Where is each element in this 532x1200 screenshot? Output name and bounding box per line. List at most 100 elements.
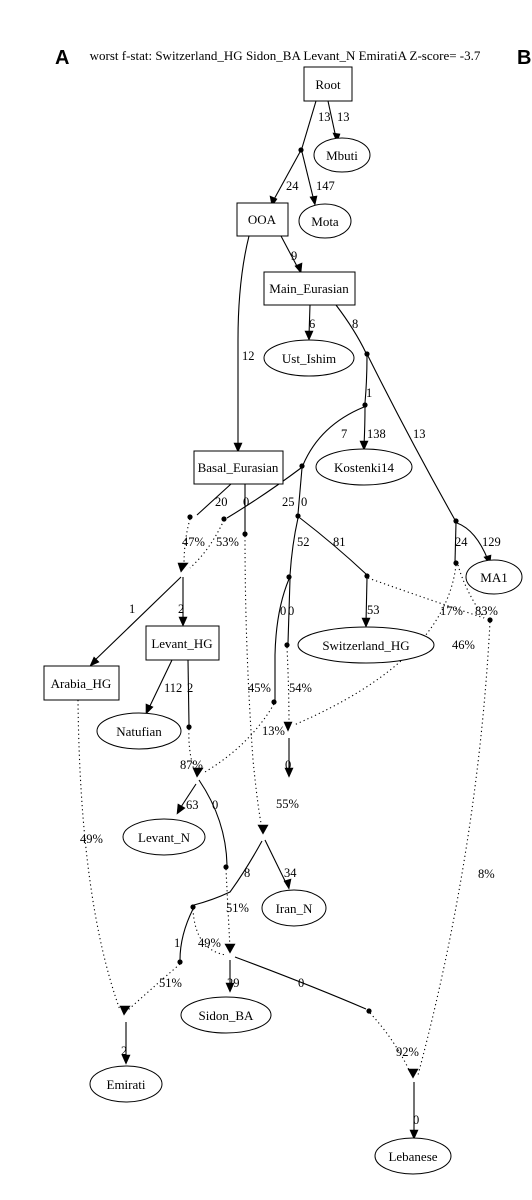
junction-dot [177, 959, 183, 965]
edge-mix5-iran [264, 839, 288, 886]
panel-letter-a: A [55, 47, 69, 69]
junction-dot [284, 642, 290, 648]
edge-junction6-a [274, 578, 290, 700]
node-label: OOA [248, 212, 277, 227]
edge-ma1anc-c [454, 522, 457, 563]
edge-junction5-junction7 [299, 517, 367, 575]
arrowhead [294, 262, 303, 274]
junction-dots [177, 147, 493, 1014]
arrowhead [176, 803, 186, 815]
edge-label: 12 [242, 349, 255, 363]
edge-label: 24 [455, 535, 468, 549]
arrowhead [361, 617, 371, 628]
arrowhead [257, 824, 269, 835]
admix-edge-45 [204, 703, 275, 773]
admixture-label: 51% [159, 976, 182, 990]
panel-letter-b: B [517, 47, 531, 69]
node-box [145, 625, 220, 661]
node-label: Sidon_BA [199, 1008, 255, 1023]
admix-edge-49b [192, 908, 227, 956]
edge-label: 24 [286, 179, 299, 193]
junction-dot [190, 904, 196, 910]
edge-levant-hg-natufian [147, 659, 173, 711]
arrowhead [359, 440, 369, 451]
edge-label: 13 [413, 427, 426, 441]
admix-edge-47 [183, 518, 191, 566]
node-label: Lebanese [388, 1149, 437, 1164]
edge-main-junction2 [335, 304, 367, 354]
edge-root-junction1 [301, 100, 317, 149]
edge-label: 0 [212, 798, 218, 812]
admixture-label: 8% [478, 867, 495, 881]
arrowheads [89, 132, 492, 1140]
node-label: Levant_N [138, 830, 191, 845]
node-main-eurasian: Main_Eurasian [263, 271, 356, 306]
edge-mix5-f [193, 840, 263, 906]
edge-label: 1 [129, 602, 135, 616]
junction-dot [299, 463, 305, 469]
edge-levant-hg-d [187, 659, 190, 726]
admix-edge-53 [189, 519, 225, 569]
edge-junction1-ooa [271, 151, 301, 204]
arrowhead [89, 656, 100, 667]
arrowhead [145, 703, 154, 715]
arrowhead [233, 442, 243, 453]
node-ellipse [122, 818, 206, 856]
node-switzerland-hg: Switzerland_HG [297, 626, 435, 664]
node-ellipse [465, 559, 523, 595]
node-root: Root [303, 66, 353, 102]
admixture-label: 53% [216, 535, 239, 549]
edge-label: 0 [243, 495, 249, 509]
node-ellipse [313, 137, 371, 173]
edge-label: 8 [352, 317, 358, 331]
node-label: Switzerland_HG [322, 638, 409, 653]
arrowhead [121, 1054, 131, 1065]
edge-ooa-basal-eurasian [237, 235, 250, 448]
edge-mix3-levant-n [178, 783, 197, 811]
node-label: Natufian [116, 724, 162, 739]
edge-label: 7 [341, 427, 347, 441]
edge-label: 25 [282, 495, 295, 509]
edge-junction7-switzerland [365, 577, 368, 624]
edge-label: 0 [285, 758, 291, 772]
junction-dot [242, 531, 248, 537]
edge-label: 29 [227, 976, 240, 990]
edge-ma1anc-ma1 [456, 522, 489, 561]
edge-junction6-b [287, 578, 291, 644]
node-label: MA1 [480, 570, 507, 585]
edge-label: 147 [316, 179, 335, 193]
node-label: Iran_N [276, 901, 313, 916]
edge-label: 52 [297, 535, 310, 549]
edge-junction3-kostenki [363, 406, 366, 447]
edge-label: 1 [174, 936, 180, 950]
node-ellipse [96, 712, 182, 750]
admix-edge-87 [188, 728, 195, 771]
edge-label: 112 [164, 681, 182, 695]
junction-dot [186, 724, 192, 730]
edge-label: 138 [367, 427, 386, 441]
node-emirati: Emirati [89, 1065, 163, 1103]
arrowhead [224, 943, 236, 954]
admixture-label: 49% [198, 936, 221, 950]
node-levant-n: Levant_N [122, 818, 206, 856]
node-ma1: MA1 [465, 559, 523, 595]
arrowhead [283, 878, 292, 890]
node-label: Basal_Eurasian [198, 460, 279, 475]
node-kostenki14: Kostenki14 [315, 448, 413, 486]
edge-label: 9 [291, 249, 297, 263]
graph-title: worst f-stat: Switzerland_HG Sidon_BA Le… [90, 48, 481, 63]
edge-junction4-junction5 [297, 467, 303, 515]
node-label: Kostenki14 [334, 460, 394, 475]
edge-label: 0 [288, 604, 294, 618]
junction-dot [364, 573, 370, 579]
node-ellipse [374, 1137, 452, 1175]
admixture-label: 87% [180, 758, 203, 772]
edge-label: 63 [186, 798, 199, 812]
edge-label: 13 [318, 110, 331, 124]
node-iran-n: Iran_N [261, 889, 327, 927]
junction-dot [366, 1008, 372, 1014]
admix-edge-51b [127, 963, 181, 1011]
node-box [43, 665, 120, 701]
node-label: Ust_Ishim [282, 351, 336, 366]
